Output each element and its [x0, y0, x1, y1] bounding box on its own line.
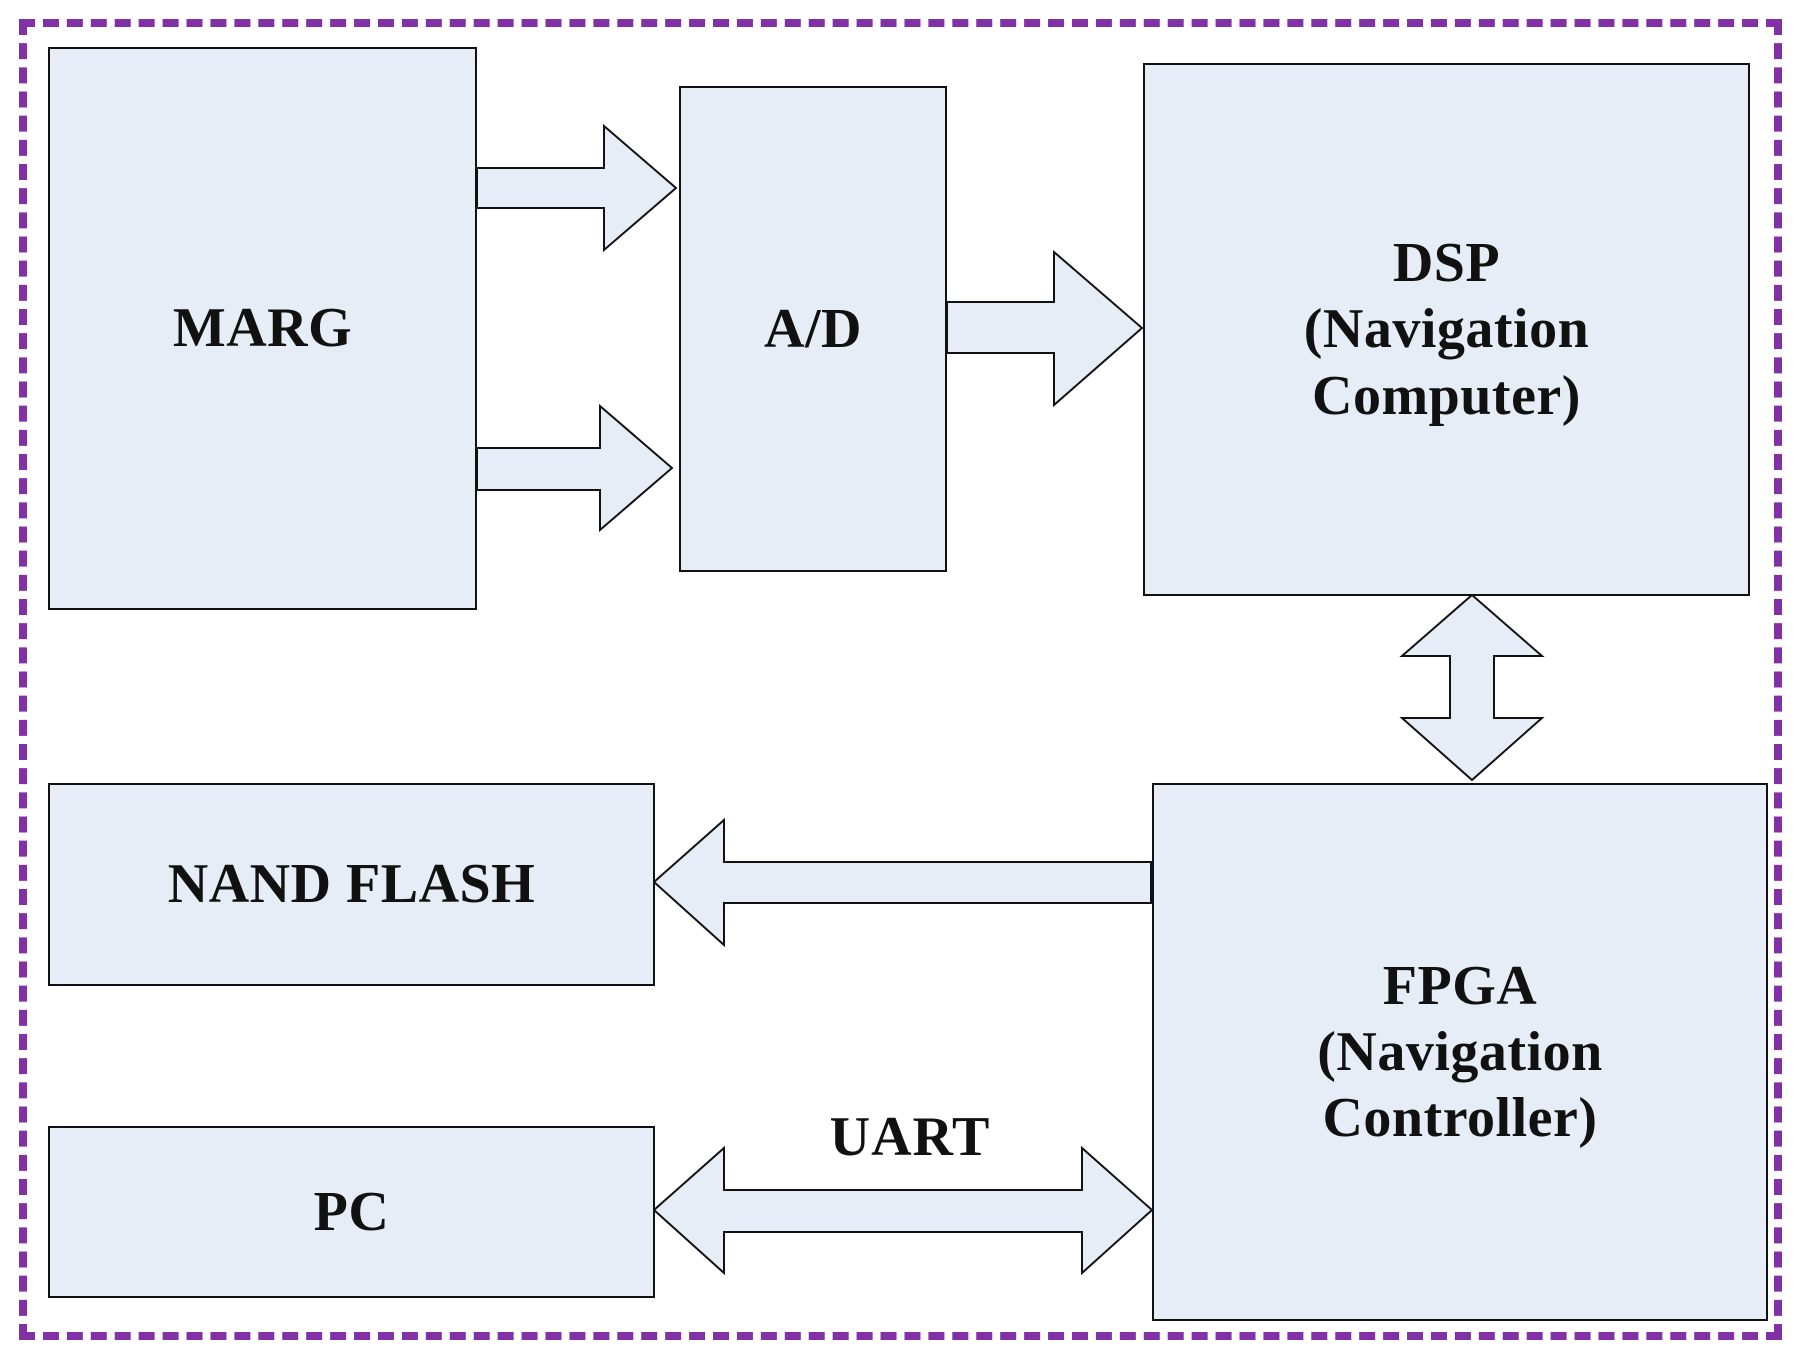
dsp-label: DSP (Navigation Computer)	[1303, 232, 1590, 427]
uart-label: UART	[829, 1106, 991, 1168]
ad-converter-block: A/D	[679, 86, 947, 572]
fpga-label: FPGA (Navigation Controller)	[1317, 954, 1603, 1150]
pc-block: PC	[48, 1126, 655, 1298]
arrow-fpga-to-nand-flash	[652, 817, 1152, 948]
fpga-block: FPGA (Navigation Controller)	[1152, 783, 1768, 1321]
marg-block: MARG	[48, 47, 477, 610]
dsp-block: DSP (Navigation Computer)	[1143, 63, 1750, 596]
arrow-marg-to-ad-lower	[476, 403, 674, 533]
marg-label: MARG	[172, 297, 353, 360]
system-boundary-frame	[19, 19, 1782, 1340]
arrow-dsp-fpga-bidirectional	[1399, 593, 1545, 782]
nand-flash-label: NAND FLASH	[167, 853, 536, 916]
nand-flash-block: NAND FLASH	[48, 783, 655, 986]
pc-label: PC	[313, 1180, 390, 1243]
ad-converter-label: A/D	[764, 297, 862, 360]
arrow-marg-to-ad-upper	[476, 123, 678, 253]
arrow-ad-to-dsp	[946, 249, 1144, 408]
